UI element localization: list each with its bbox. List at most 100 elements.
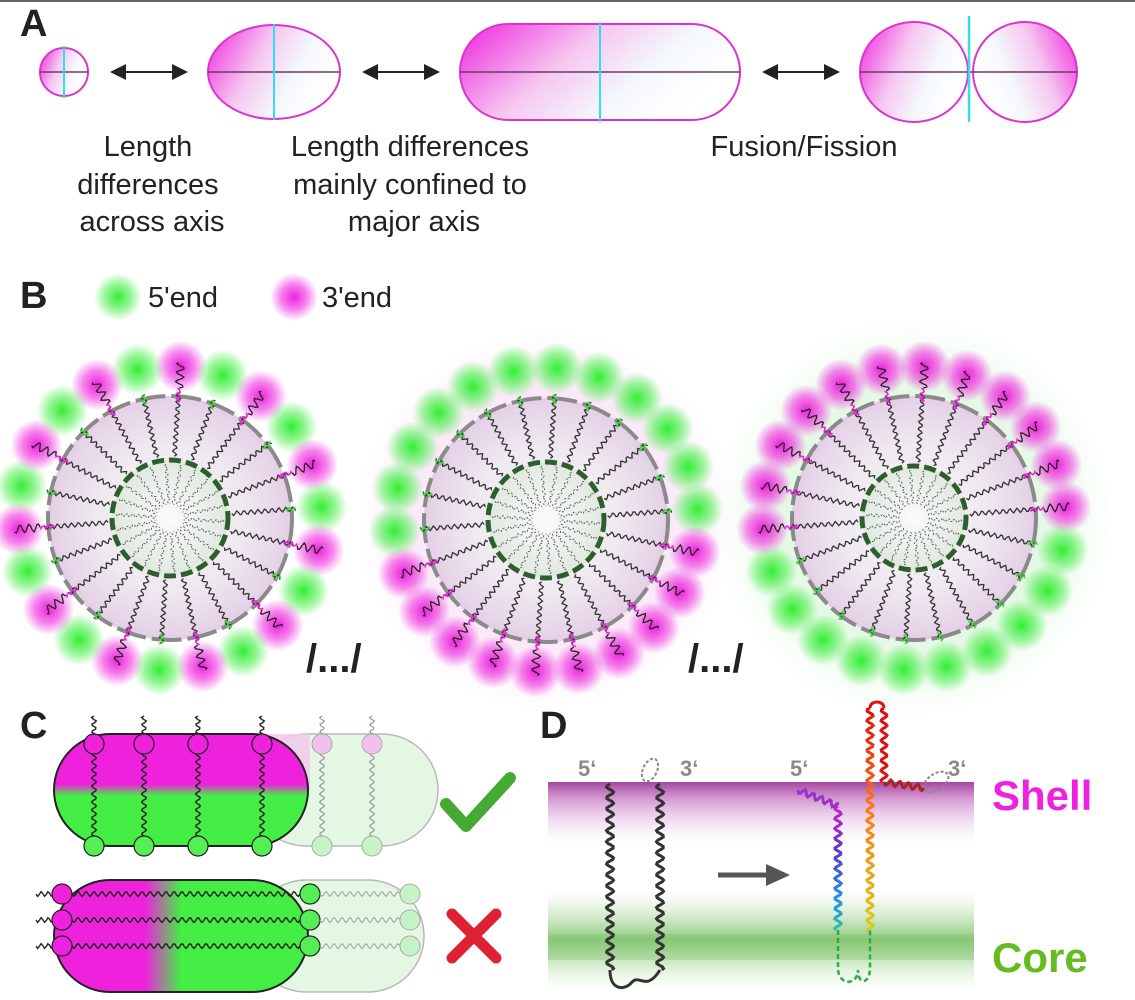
separator-2: /.../ — [688, 637, 744, 681]
core-strand — [115, 512, 157, 519]
green-end — [967, 619, 977, 629]
core-strand — [895, 472, 911, 505]
panel-a: A Length differences acros — [20, 3, 1078, 238]
magenta-end — [1006, 438, 1018, 450]
magenta-bead-h — [51, 909, 73, 931]
separator-1: /.../ — [306, 637, 362, 681]
loop-strand — [259, 609, 283, 628]
dna-strand — [180, 578, 199, 642]
loop-strand — [876, 365, 891, 392]
green-end — [271, 572, 282, 580]
loop-strand — [635, 611, 659, 630]
green-end — [223, 619, 233, 629]
five-prime-end — [1036, 524, 1089, 577]
panel-c: C — [20, 705, 516, 993]
magenta-end — [600, 621, 611, 634]
magenta-end — [124, 626, 132, 641]
core-strand — [183, 517, 225, 524]
magenta-bead — [187, 733, 209, 755]
five-prime-end — [368, 505, 421, 558]
green-end — [813, 586, 822, 595]
loop-strand — [174, 361, 186, 389]
magenta-end — [849, 404, 860, 417]
core-strand — [556, 527, 590, 553]
magenta-end — [783, 523, 799, 531]
rod-vertical-packing — [53, 715, 439, 857]
core-strand — [558, 524, 598, 539]
dna-strand — [802, 457, 866, 492]
faded-loop — [318, 715, 326, 735]
five-prime-end — [572, 351, 625, 404]
rainbow-left-arm — [832, 804, 844, 931]
five-prime-end — [530, 342, 583, 395]
core-strand — [927, 517, 963, 524]
core-strand — [921, 529, 944, 557]
magenta-end — [798, 455, 813, 464]
micelle-magenta-top — [714, 318, 1114, 718]
green-end — [795, 556, 806, 565]
dna-strand — [958, 440, 1015, 486]
green-end — [838, 610, 846, 620]
core-strand — [555, 481, 584, 512]
core-strand — [866, 519, 901, 531]
five-prime-end — [0, 459, 48, 512]
faded-strand — [318, 743, 326, 839]
green-bead-h — [299, 935, 321, 957]
core-strand — [552, 472, 572, 509]
hairpin-loop — [608, 969, 662, 990]
loop-strand — [113, 639, 128, 666]
green-end — [483, 409, 493, 419]
loop-strand — [530, 649, 542, 677]
loop-strand — [758, 523, 785, 535]
dna-strand — [141, 394, 160, 458]
dna-strand — [171, 391, 182, 457]
core-strand — [169, 531, 177, 573]
core-strand — [927, 505, 962, 517]
loop-strand — [801, 408, 825, 427]
dna-strand — [219, 441, 273, 483]
loop-strand — [672, 543, 700, 556]
green-bead — [251, 835, 273, 857]
green-end — [79, 428, 89, 437]
core-strand — [173, 531, 191, 569]
panel-a-letter: A — [20, 3, 47, 45]
dna-strand — [573, 574, 608, 632]
dna-strand — [231, 506, 297, 517]
core-strand — [917, 531, 933, 564]
green-bead-h — [299, 909, 321, 931]
magenta-end — [919, 387, 926, 403]
faded-loop — [368, 715, 376, 735]
dna-strand — [108, 406, 143, 464]
five-prime-end — [961, 625, 1014, 678]
rod-loop — [90, 715, 98, 735]
magenta-end — [647, 574, 662, 583]
magenta-end — [175, 387, 182, 403]
legend-5-end-swatch — [94, 273, 142, 321]
green-bead — [83, 835, 105, 857]
loop-strand — [296, 541, 324, 554]
dna-strand — [484, 408, 519, 466]
dna-strand — [599, 549, 657, 582]
five-prime-end — [295, 480, 348, 533]
micelle-green-top — [358, 332, 734, 708]
five-prime-end — [671, 482, 724, 535]
dna-strand — [223, 547, 281, 580]
green-end — [434, 458, 445, 466]
magenta-end — [442, 588, 454, 600]
rod-strand-h — [63, 942, 309, 950]
core-strand — [512, 476, 539, 509]
core-strand — [926, 493, 957, 513]
rod-strand — [140, 743, 148, 839]
loop-strand — [659, 580, 685, 596]
dna-strand — [823, 428, 876, 479]
left-hairpin-arm — [604, 782, 616, 972]
core-strand — [498, 525, 534, 548]
dna-strand — [566, 401, 592, 463]
faded-green-bead — [361, 835, 383, 857]
dna-strand — [947, 416, 990, 474]
core-strand — [163, 463, 171, 505]
rainbow-right-arm — [864, 706, 876, 932]
loop-strand — [400, 561, 425, 579]
green-bead — [133, 835, 155, 857]
magenta-end — [424, 558, 438, 568]
